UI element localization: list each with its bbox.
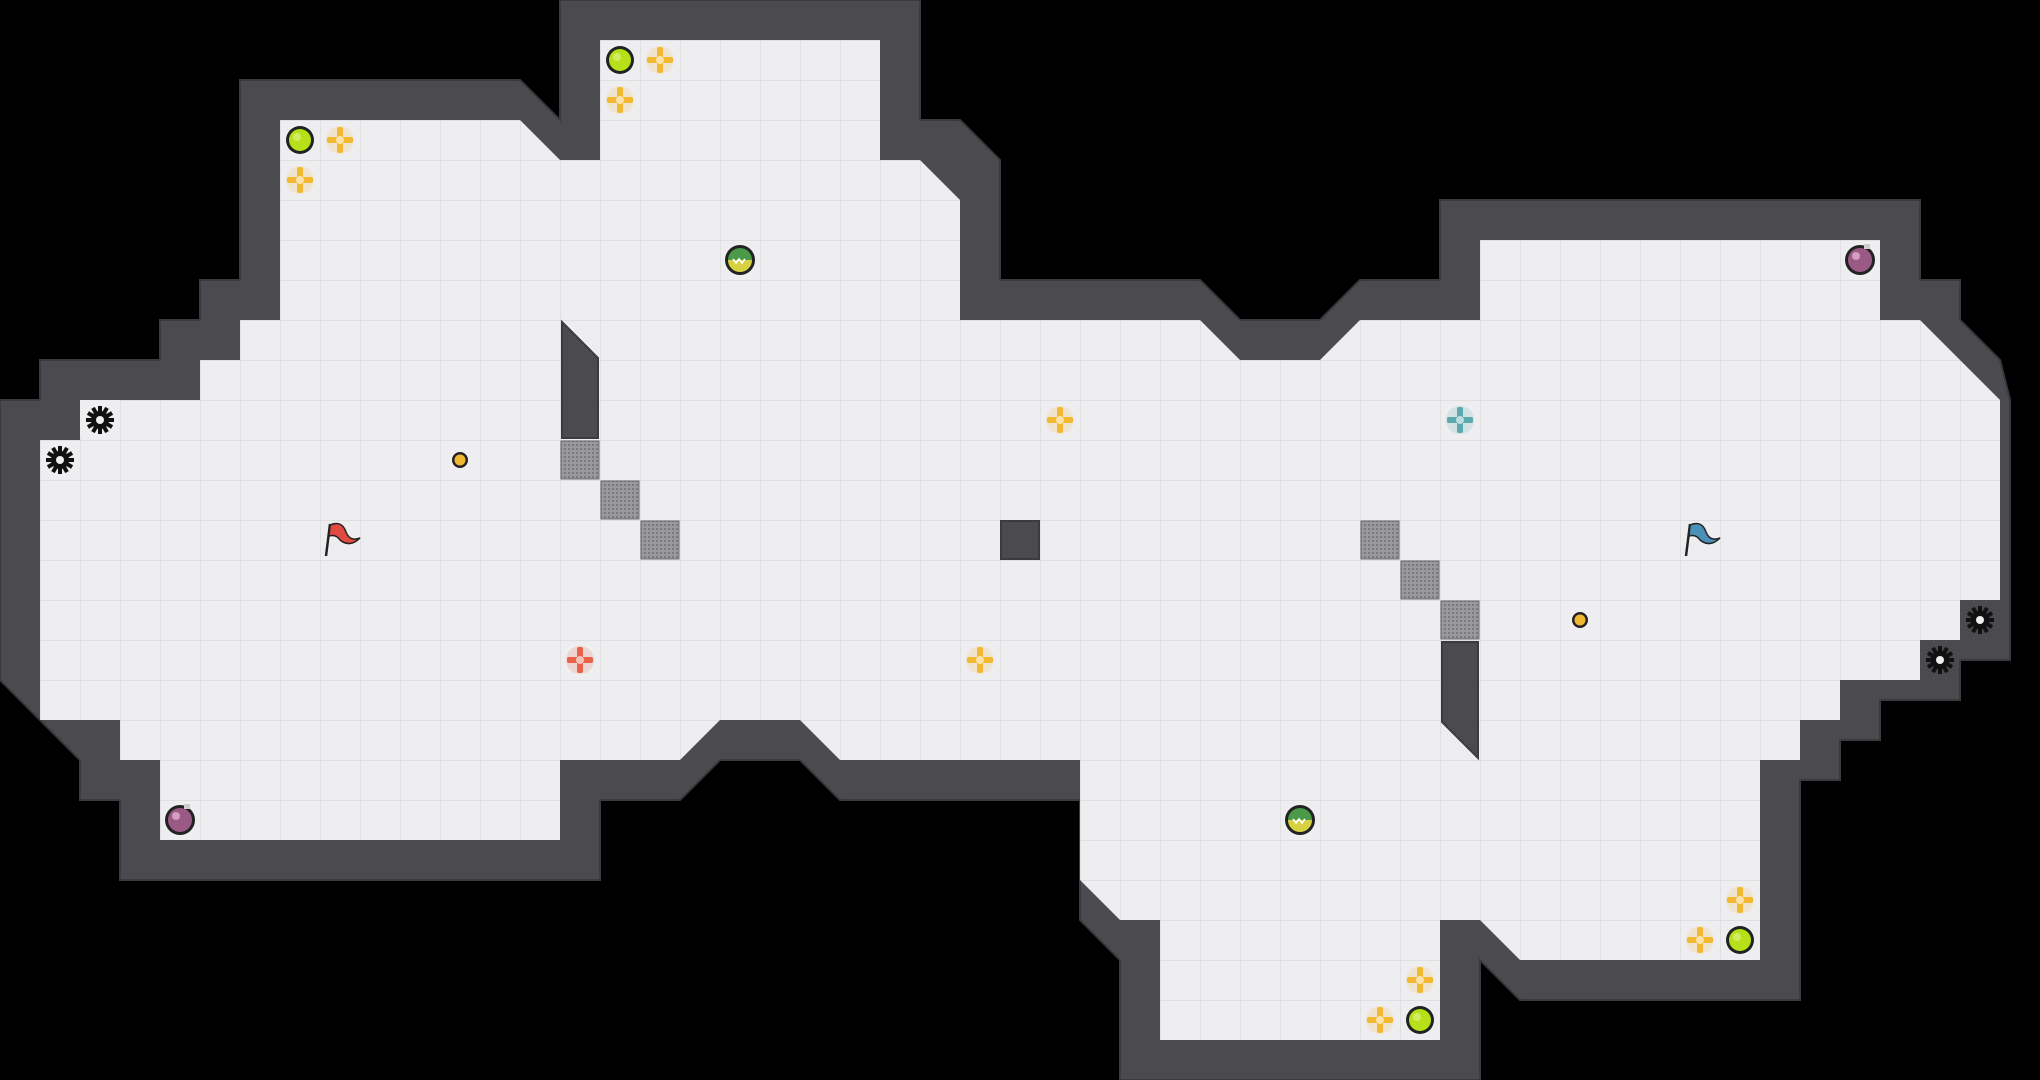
spike-icon[interactable] <box>86 406 114 434</box>
boost-pad-icon[interactable] <box>1446 406 1474 434</box>
boost-pad-icon[interactable] <box>646 46 674 74</box>
wall-diagonal-right <box>1441 641 1479 761</box>
bomb-icon[interactable] <box>1845 244 1875 275</box>
boost-pad-icon[interactable] <box>966 646 994 674</box>
bomb-icon[interactable] <box>165 804 195 835</box>
gate-tile <box>560 440 600 480</box>
boost-pad-icon[interactable] <box>1406 966 1434 994</box>
boost-pad-icon[interactable] <box>326 126 354 154</box>
boost-pad-icon[interactable] <box>1726 886 1754 914</box>
gate-tile <box>640 520 680 560</box>
powerup-icon[interactable] <box>606 46 634 74</box>
powerup-icon[interactable] <box>1726 926 1754 954</box>
boost-pad-icon[interactable] <box>566 646 594 674</box>
powerup-icon[interactable] <box>286 126 314 154</box>
spike-icon[interactable] <box>1966 606 1994 634</box>
gate-tile <box>600 480 640 520</box>
blue-flag-icon[interactable] <box>1684 522 1721 557</box>
red-flag-icon[interactable] <box>324 522 361 557</box>
wall-center-block <box>1000 520 1040 560</box>
gates <box>560 440 1480 640</box>
spike-icon[interactable] <box>46 446 74 474</box>
button-icon[interactable] <box>1572 612 1588 628</box>
toggle-icon[interactable] <box>725 245 755 275</box>
boost-pad-icon[interactable] <box>286 166 314 194</box>
spike-icon[interactable] <box>1926 646 1954 674</box>
gate-tile <box>1360 520 1400 560</box>
gate-tile <box>1440 600 1480 640</box>
toggle-icon[interactable] <box>1285 805 1315 835</box>
button-icon[interactable] <box>452 452 468 468</box>
boost-pad-icon[interactable] <box>1686 926 1714 954</box>
boost-pad-icon[interactable] <box>1366 1006 1394 1034</box>
wall-diagonal-left <box>561 319 599 439</box>
boost-pad-icon[interactable] <box>606 86 634 114</box>
powerup-icon[interactable] <box>1406 1006 1434 1034</box>
boost-pad-icon[interactable] <box>1046 406 1074 434</box>
gate-tile <box>1400 560 1440 600</box>
